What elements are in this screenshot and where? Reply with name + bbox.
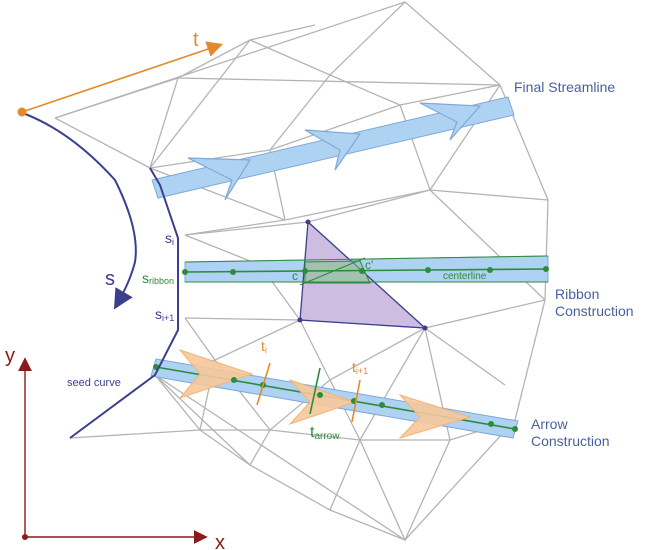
ribbon-construction bbox=[182, 219, 549, 331]
arrow-glyph-1 bbox=[178, 348, 254, 400]
arrow-glyph-final-1 bbox=[187, 157, 252, 201]
c-prime-label: c' bbox=[365, 258, 373, 272]
green-overlap-cell bbox=[304, 260, 371, 284]
ribbon-construction-label-1: Ribbon bbox=[555, 286, 599, 302]
arrow-construction-label-1: Arrow bbox=[531, 416, 568, 432]
triangle-vertices bbox=[297, 219, 428, 331]
x-label: x bbox=[215, 532, 225, 550]
seed-curve bbox=[19, 111, 179, 439]
y-label: y bbox=[5, 345, 15, 367]
s-i-label: si bbox=[165, 230, 174, 247]
t-direction-arrow bbox=[21, 41, 224, 113]
seed-origin-point bbox=[17, 107, 27, 117]
c-label: c bbox=[292, 269, 298, 283]
t-label: t bbox=[193, 29, 199, 51]
ribbon-construction-label-2: Construction bbox=[555, 303, 634, 319]
coordinate-axes bbox=[18, 357, 208, 544]
arrow-construction-label-2: Construction bbox=[531, 433, 610, 449]
arrow-construction bbox=[150, 348, 519, 440]
tangent-ti bbox=[256, 362, 271, 406]
tangent-tarrow bbox=[309, 367, 321, 415]
arrow-glyph-2 bbox=[288, 378, 357, 426]
t-i-label: ti bbox=[261, 338, 267, 355]
arrow-glyph-3 bbox=[398, 393, 472, 440]
centerline-points bbox=[182, 266, 549, 275]
seed-curve-label: seed curve bbox=[67, 377, 121, 389]
arrow-glyph-final-2 bbox=[304, 129, 362, 171]
t-arrow-label: tarrow bbox=[310, 424, 340, 442]
s-ribbon-label: sribbon bbox=[142, 270, 174, 286]
s-i1-label: si+1 bbox=[155, 306, 174, 323]
final-streamline-ribbon bbox=[151, 96, 515, 201]
arrow-glyph-final-3 bbox=[419, 102, 482, 141]
s-label: s bbox=[105, 268, 115, 290]
final-streamline-label: Final Streamline bbox=[514, 79, 615, 95]
centerline-label: centerline bbox=[443, 271, 487, 282]
ribbon-edge-top bbox=[184, 255, 549, 263]
tangent-ti1 bbox=[351, 379, 361, 423]
t-i1-label: ti+1 bbox=[352, 359, 368, 376]
